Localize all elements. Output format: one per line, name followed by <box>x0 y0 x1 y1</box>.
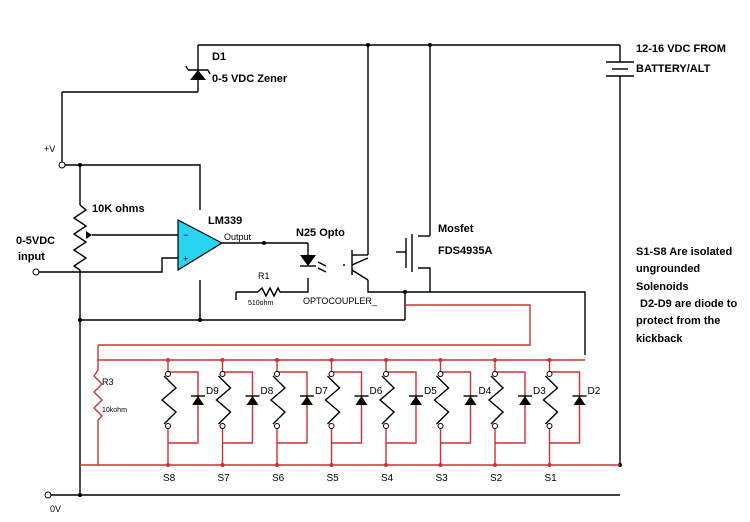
solenoid-coil <box>433 375 450 425</box>
switch-label: S8 <box>163 473 176 484</box>
switch-label: S1 <box>545 473 558 484</box>
protection-diode <box>519 396 531 405</box>
diode-label: D6 <box>370 386 383 397</box>
protection-diode <box>192 396 204 405</box>
diode-label: D3 <box>533 386 546 397</box>
supply-label-1: 12-16 VDC FROM <box>636 43 726 55</box>
d1-label: D1 <box>212 51 226 63</box>
switch-label: S5 <box>327 473 340 484</box>
svg-text:+: + <box>183 254 188 264</box>
solenoid-coil <box>269 375 287 425</box>
protection-diode <box>464 396 477 405</box>
diode-label: D5 <box>424 386 437 397</box>
solenoid-coil <box>160 375 178 425</box>
resistor-r1 <box>257 286 281 298</box>
junction-dots <box>32 43 622 499</box>
diode-label: D4 <box>479 386 492 397</box>
protection-diode <box>301 396 313 405</box>
opto-led <box>300 250 353 275</box>
switch-label: S2 <box>490 473 503 484</box>
potentiometer <box>72 204 92 271</box>
switch-label: S3 <box>436 473 449 484</box>
comparator-label: LM339 <box>208 215 242 227</box>
diode-label: D7 <box>315 386 328 397</box>
protection-diode <box>355 396 368 405</box>
r1-value-label: 510ohm <box>248 300 273 307</box>
black-wiring <box>36 44 621 496</box>
mosfet-symbol <box>396 234 413 272</box>
solenoid-coil <box>487 375 505 425</box>
pot-label: 10K ohms <box>92 203 145 215</box>
solenoid-coil <box>324 375 341 425</box>
zener-diode-d1 <box>185 65 211 80</box>
battery-symbol <box>606 61 634 77</box>
switch-label: S6 <box>272 473 285 484</box>
ground-label: 0V <box>50 504 61 514</box>
svg-text:−: − <box>183 230 188 240</box>
note-line-6: kickback <box>636 333 683 345</box>
switch-label: S7 <box>218 473 231 484</box>
output-label: Output <box>224 232 252 242</box>
diode-label: D9 <box>206 386 219 397</box>
protection-diode <box>246 396 259 405</box>
solenoid-coil <box>542 375 559 425</box>
note-line-2: ungrounded <box>636 263 700 275</box>
note-line-5: protect from the <box>636 315 720 327</box>
diode-label: D8 <box>261 386 274 397</box>
note-line-3: Solenoids <box>636 281 689 293</box>
protection-diode <box>573 396 586 405</box>
solenoid-coil <box>378 375 396 425</box>
r3-label: R3 <box>102 377 114 387</box>
note-block: S1-S8 Are isolated ungrounded Solenoids … <box>636 246 737 345</box>
plus-v-label: +V <box>44 144 55 154</box>
input-label-2: input <box>18 251 45 263</box>
comparator-lm339: − + <box>177 219 224 272</box>
input-label-1: 0-5VDC <box>16 235 55 247</box>
protection-diode <box>410 396 422 405</box>
optocoupler-label: OPTOCOUPLER_ <box>303 296 378 306</box>
zener-label: 0-5 VDC Zener <box>212 73 288 85</box>
mosfet-label-2: FDS4935A <box>438 245 492 257</box>
opto-label: N25 Opto <box>296 227 345 239</box>
note-line-1: S1-S8 Are isolated <box>636 246 732 258</box>
note-line-4: D2-D9 are diode to <box>640 298 737 310</box>
r1-label: R1 <box>258 271 270 281</box>
supply-label-2: BATTERY/ALT <box>636 63 711 75</box>
diode-label: D2 <box>588 386 601 397</box>
switch-label: S4 <box>381 473 394 484</box>
solenoid-coil <box>215 375 232 425</box>
r3-value-label: 10kohm <box>102 407 127 414</box>
mosfet-label-1: Mosfet <box>438 223 474 235</box>
